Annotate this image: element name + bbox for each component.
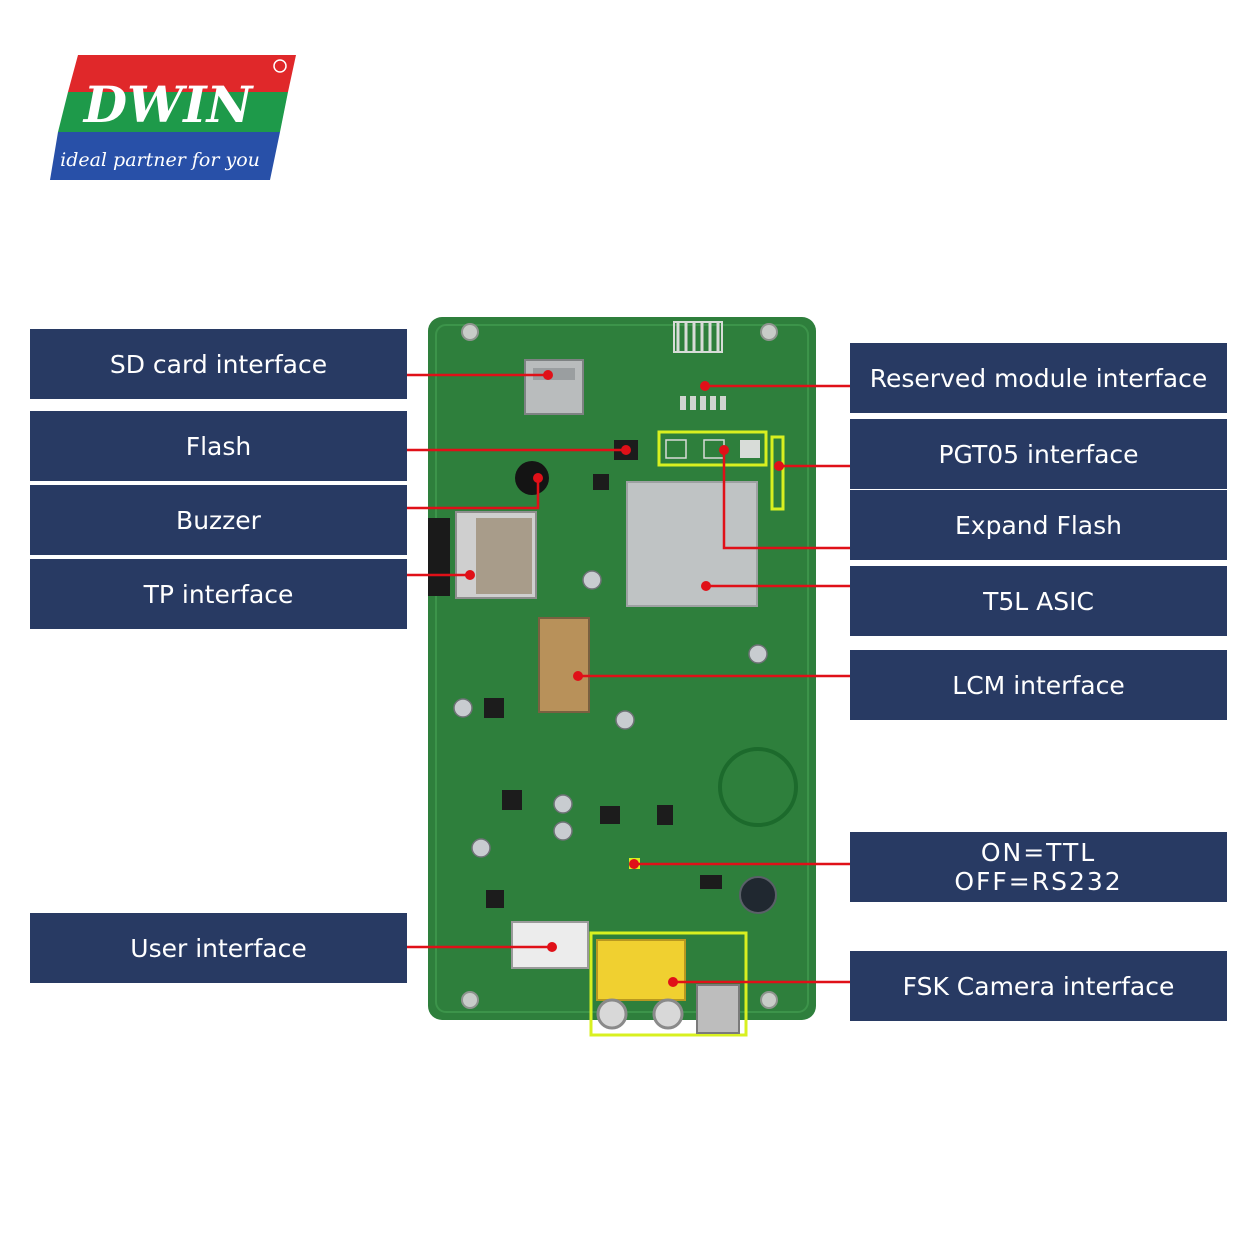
power-terminal [696,984,740,1034]
callout-t5l-asic: T5L ASIC [850,566,1227,636]
t5l-asic-shield [626,481,758,607]
pgt05-connector [770,435,785,511]
reserved-module-pads [680,396,726,410]
callout-reserved-module: Reserved module interface [850,343,1227,413]
leader-dots [465,370,784,987]
callout-lcm: LCM interface [850,650,1227,720]
pcb-board [428,317,816,1020]
logo-brand: DWIN [82,75,255,134]
callout-ttl-switch: ON=TTL OFF=RS232 [850,832,1227,902]
callout-expand-flash: Expand Flash [850,490,1227,560]
small-ics [484,474,722,908]
callout-pgt05: PGT05 interface [850,419,1227,489]
rca-connector [596,939,686,1001]
fsk-camera-highlight [589,931,748,1037]
lcm-connector [538,617,590,713]
capacitors [453,570,768,858]
registered-icon [273,59,287,73]
logo-green-band [58,92,288,132]
callout-flash: Flash [30,411,407,481]
callout-sd-card: SD card interface [30,329,407,399]
logo-blue-band [50,132,280,180]
callout-fsk-camera: FSK Camera interface [850,951,1227,1021]
side-connector [428,518,450,596]
dwin-logo: DWIN ideal partner for you [50,55,296,180]
buzzer-component [515,461,549,495]
callout-user: User interface [30,913,407,983]
battery-holder [718,747,798,827]
antenna-trace [676,322,720,352]
logo-tagline: ideal partner for you [60,149,260,171]
callout-buzzer: Buzzer [30,485,407,555]
callout-tp: TP interface [30,559,407,629]
leader-lines [407,373,850,984]
electrolytic-capacitor [739,876,777,914]
expand-flash-highlight [657,430,768,467]
logo-red-band [68,55,296,92]
mounting-holes [461,323,778,1009]
